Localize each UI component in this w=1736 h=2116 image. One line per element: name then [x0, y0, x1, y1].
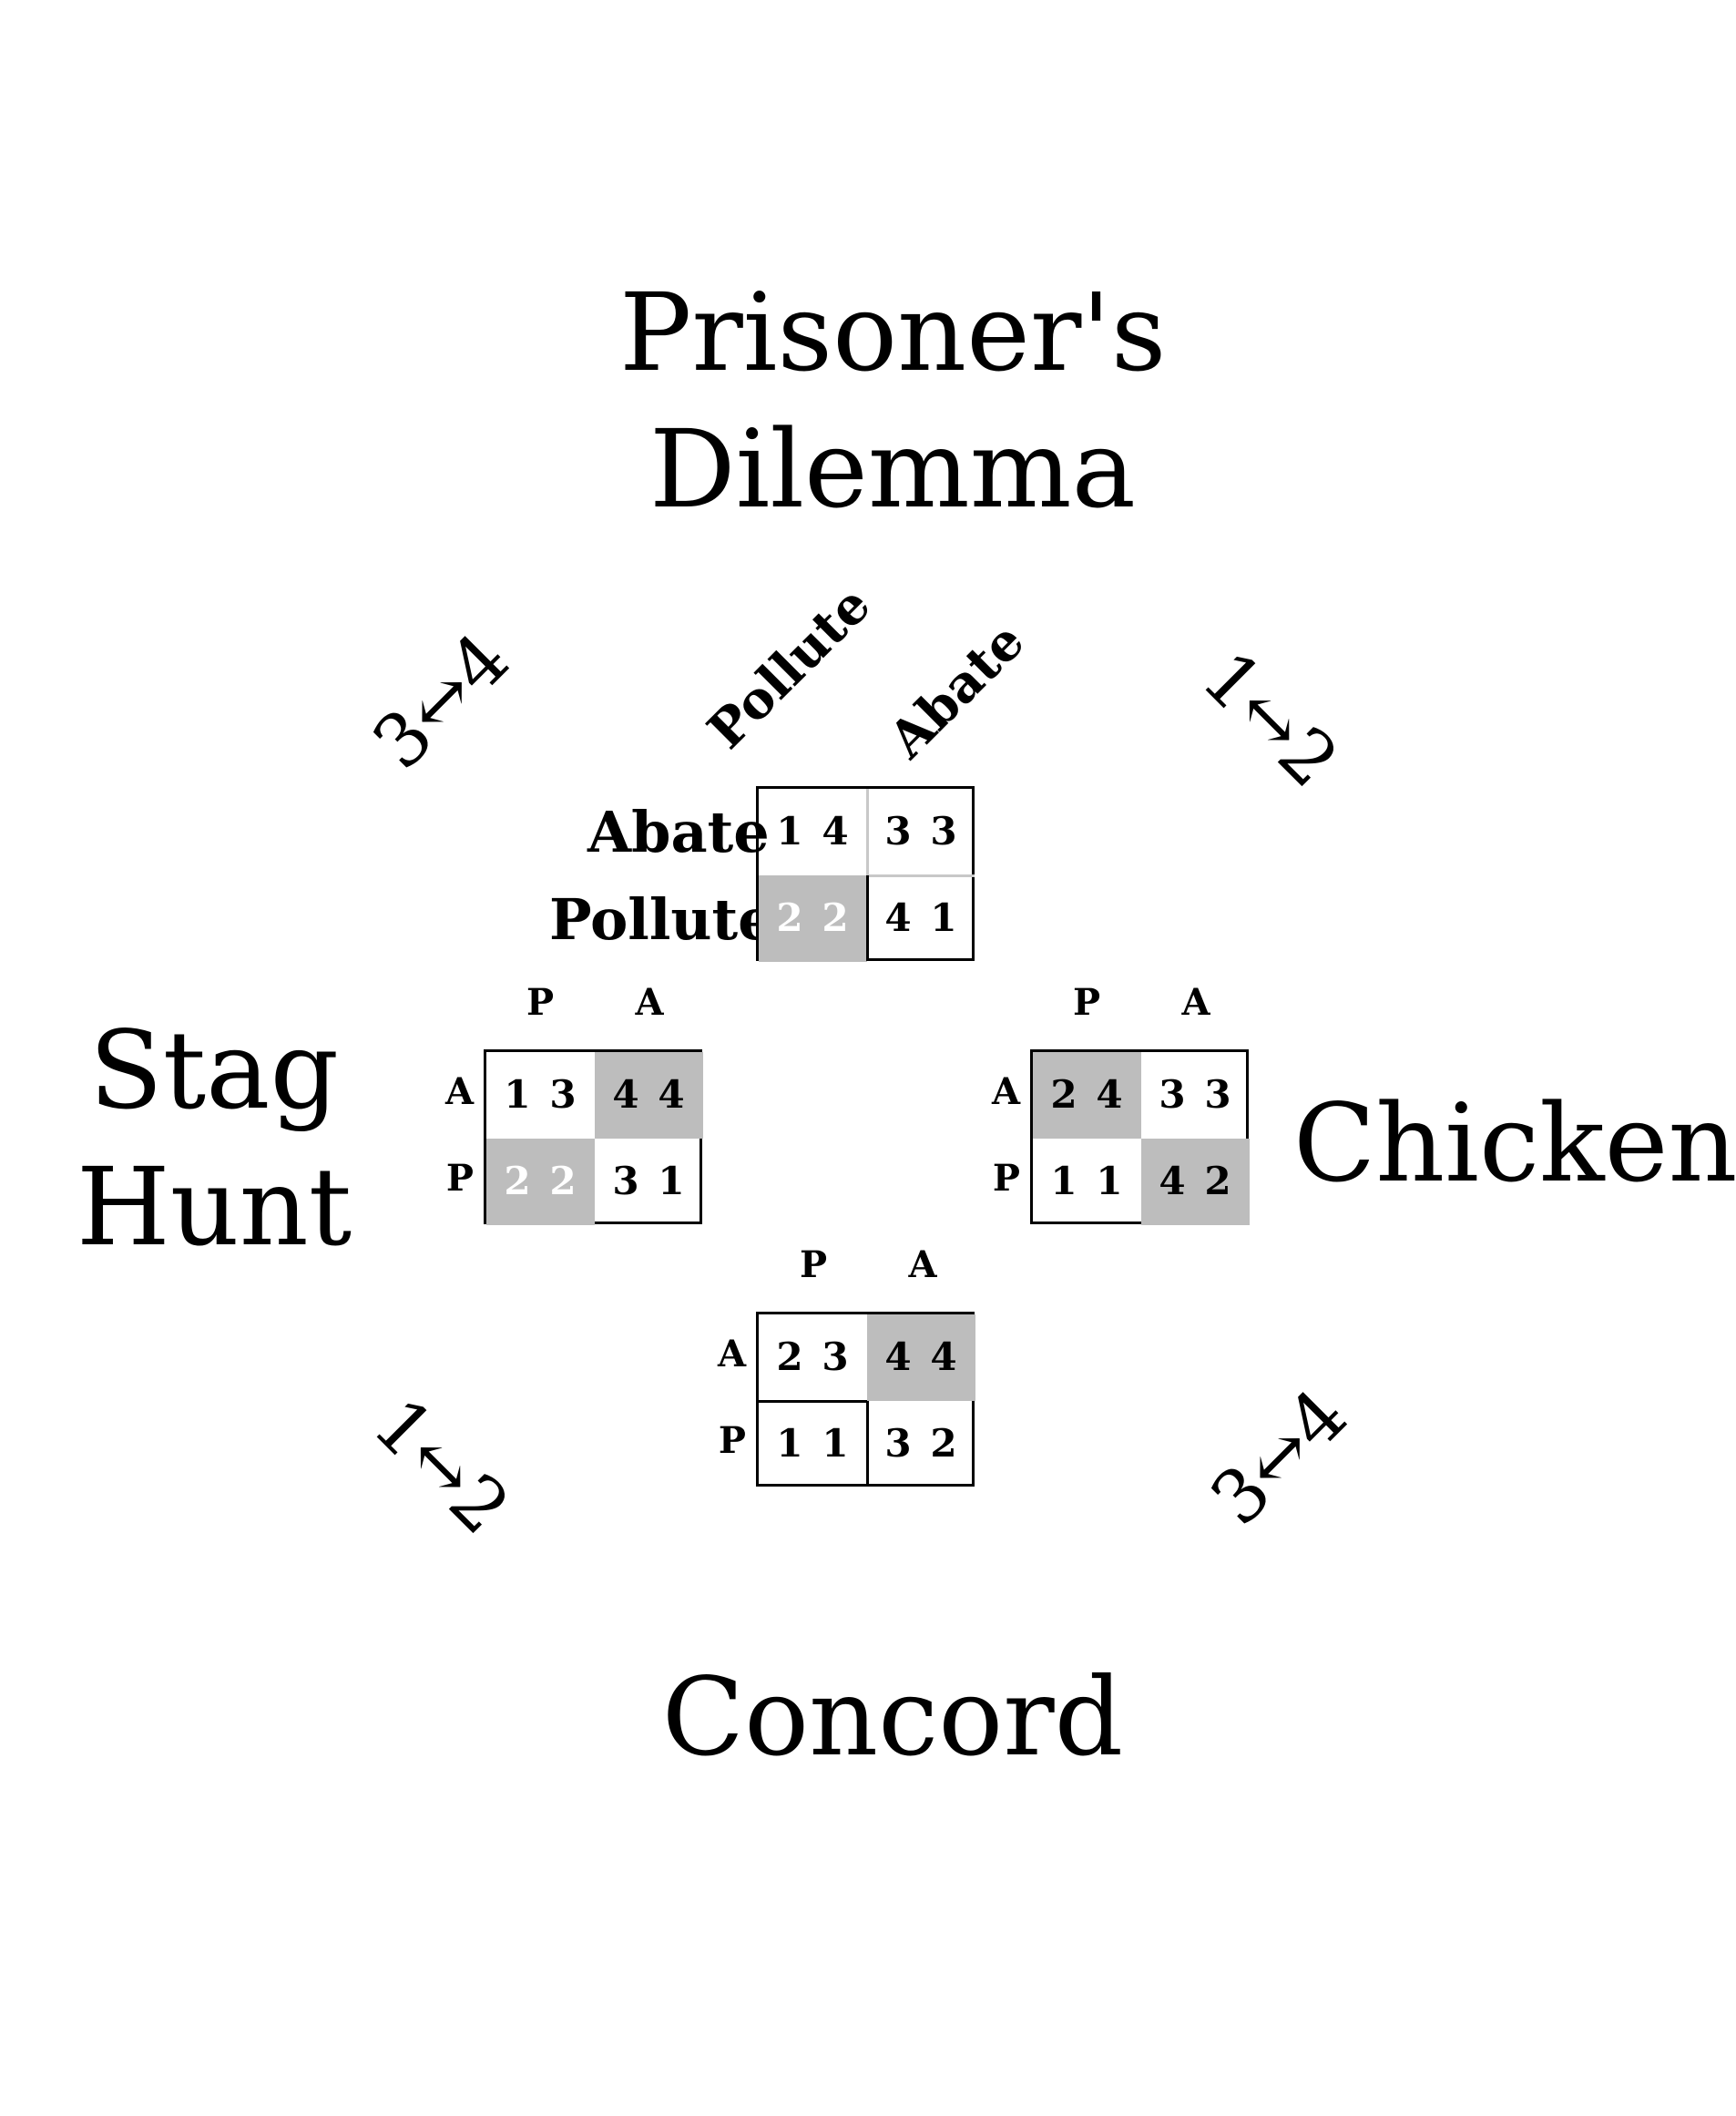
pd-grid-vline-top	[866, 789, 869, 875]
stag-cell-payoff: 4	[612, 1072, 639, 1117]
pd-row-header-abate: Abate	[587, 799, 770, 865]
stag-cell-payoff: 1	[504, 1072, 531, 1117]
chicken-title: Chicken	[1293, 1080, 1736, 1206]
chicken-cell-payoff: 2	[1204, 1159, 1231, 1203]
concord-grid-hline-left	[759, 1400, 867, 1403]
chicken-cell-payoff: 1	[1050, 1159, 1077, 1203]
chicken-cell-p-p: 1 1	[1033, 1139, 1141, 1225]
concord-cell-a-p: 2 3	[759, 1314, 867, 1401]
chicken-cell-payoff: 2	[1050, 1072, 1077, 1117]
concord-cell-payoff: 2	[930, 1421, 957, 1466]
chicken-cell-payoff: 3	[1159, 1072, 1186, 1117]
pd-col-header-pollute: Pollute	[696, 574, 883, 762]
swap-label-bottom-right: 3↔4	[1194, 1373, 1363, 1542]
stag-title-line2: Hunt	[76, 1144, 352, 1270]
pd-cell-pollute-pollute: 2 2	[759, 875, 867, 962]
chicken-cell-payoff: 3	[1204, 1072, 1231, 1117]
stag-cell-p-p: 2 2	[486, 1139, 595, 1225]
pd-col-header-abate: Abate	[877, 610, 1036, 771]
stag-cell-payoff: 2	[549, 1159, 577, 1203]
concord-row-header-a: A	[717, 1333, 746, 1375]
chicken-cell-payoff: 4	[1159, 1159, 1186, 1203]
concord-grid-vline-bottom	[866, 1401, 869, 1487]
stag-row-header-p: P	[445, 1157, 474, 1200]
concord-cell-payoff: 4	[930, 1334, 957, 1379]
pd-cell-payoff: 4	[884, 895, 912, 940]
concord-cell-a-a: 4 4	[867, 1314, 975, 1401]
stag-cell-a-a: 4 4	[595, 1052, 703, 1139]
pd-cell-payoff: 1	[930, 895, 957, 940]
chicken-col-header-p: P	[1072, 981, 1101, 1024]
pd-cell-payoff: 3	[930, 809, 957, 854]
concord-col-header-a: A	[908, 1243, 937, 1286]
chicken-cell-a-a: 3 3	[1141, 1052, 1250, 1139]
stag-col-header-p: P	[526, 981, 555, 1024]
stag-cell-a-p: 1 3	[486, 1052, 595, 1139]
stag-row-header-a: A	[444, 1070, 474, 1113]
chicken-col-header-a: A	[1181, 981, 1210, 1024]
stag-col-header-a: A	[635, 981, 664, 1024]
concord-title: Concord	[661, 1654, 1124, 1780]
pd-cell-pollute-abate: 4 1	[867, 875, 975, 962]
stag-cell-payoff: 3	[612, 1159, 639, 1203]
stag-cell-payoff: 3	[549, 1072, 577, 1117]
chicken-cell-a-p: 2 4	[1033, 1052, 1141, 1139]
stag-matrix: 1 3 4 4 2 2 3 1	[484, 1049, 703, 1225]
chicken-row-header-p: P	[992, 1157, 1020, 1200]
concord-row-header-p: P	[718, 1419, 746, 1462]
concord-matrix: 2 3 4 4 1 1 3 2	[756, 1312, 975, 1487]
concord-cell-payoff: 3	[822, 1334, 849, 1379]
pd-row-header-pollute: Pollute	[549, 886, 774, 953]
chicken-cell-payoff: 4	[1096, 1072, 1123, 1117]
concord-cell-payoff: 3	[884, 1421, 912, 1466]
stag-cell-payoff: 2	[504, 1159, 531, 1203]
stag-title-line1: Stag	[88, 1007, 340, 1133]
pd-cell-payoff: 3	[884, 809, 912, 854]
stag-hunt-title: Stag Hunt	[36, 1002, 392, 1275]
pd-grid-hline-right	[867, 874, 975, 877]
pd-cell-payoff: 2	[776, 895, 803, 940]
pd-cell-abate-abate: 3 3	[867, 789, 975, 875]
pd-cell-payoff: 2	[822, 895, 849, 940]
concord-cell-payoff: 1	[822, 1421, 849, 1466]
swap-label-bottom-left: 1↔2	[357, 1382, 526, 1551]
chicken-row-header-a: A	[991, 1070, 1020, 1113]
concord-col-header-p: P	[799, 1243, 828, 1286]
pd-title-line1: Prisoner's	[619, 270, 1167, 395]
pd-cell-payoff: 1	[776, 809, 803, 854]
chicken-cell-payoff: 1	[1096, 1159, 1123, 1203]
stag-cell-payoff: 4	[658, 1072, 685, 1117]
pd-title-line2: Dilemma	[648, 406, 1137, 532]
pd-cell-payoff: 4	[822, 809, 849, 854]
swap-label-top-left: 3↔4	[356, 617, 526, 786]
chicken-cell-p-a: 4 2	[1141, 1139, 1250, 1225]
pd-grid-vline-bottom	[866, 875, 869, 961]
prisoners-dilemma-title: Prisoner's Dilemma	[619, 264, 1166, 537]
stag-cell-p-a: 3 1	[595, 1139, 703, 1225]
pd-matrix: 1 4 3 3 2 2 4 1	[756, 786, 975, 962]
chicken-matrix: 2 4 3 3 1 1 4 2	[1030, 1049, 1250, 1225]
concord-cell-p-a: 3 2	[867, 1401, 975, 1487]
concord-cell-payoff: 4	[884, 1334, 912, 1379]
concord-cell-p-p: 1 1	[759, 1401, 867, 1487]
stag-cell-payoff: 1	[658, 1159, 685, 1203]
swap-label-top-right: 1↔2	[1186, 635, 1355, 804]
concord-cell-payoff: 2	[776, 1334, 803, 1379]
concord-cell-payoff: 1	[776, 1421, 803, 1466]
pd-cell-abate-pollute: 1 4	[759, 789, 867, 875]
